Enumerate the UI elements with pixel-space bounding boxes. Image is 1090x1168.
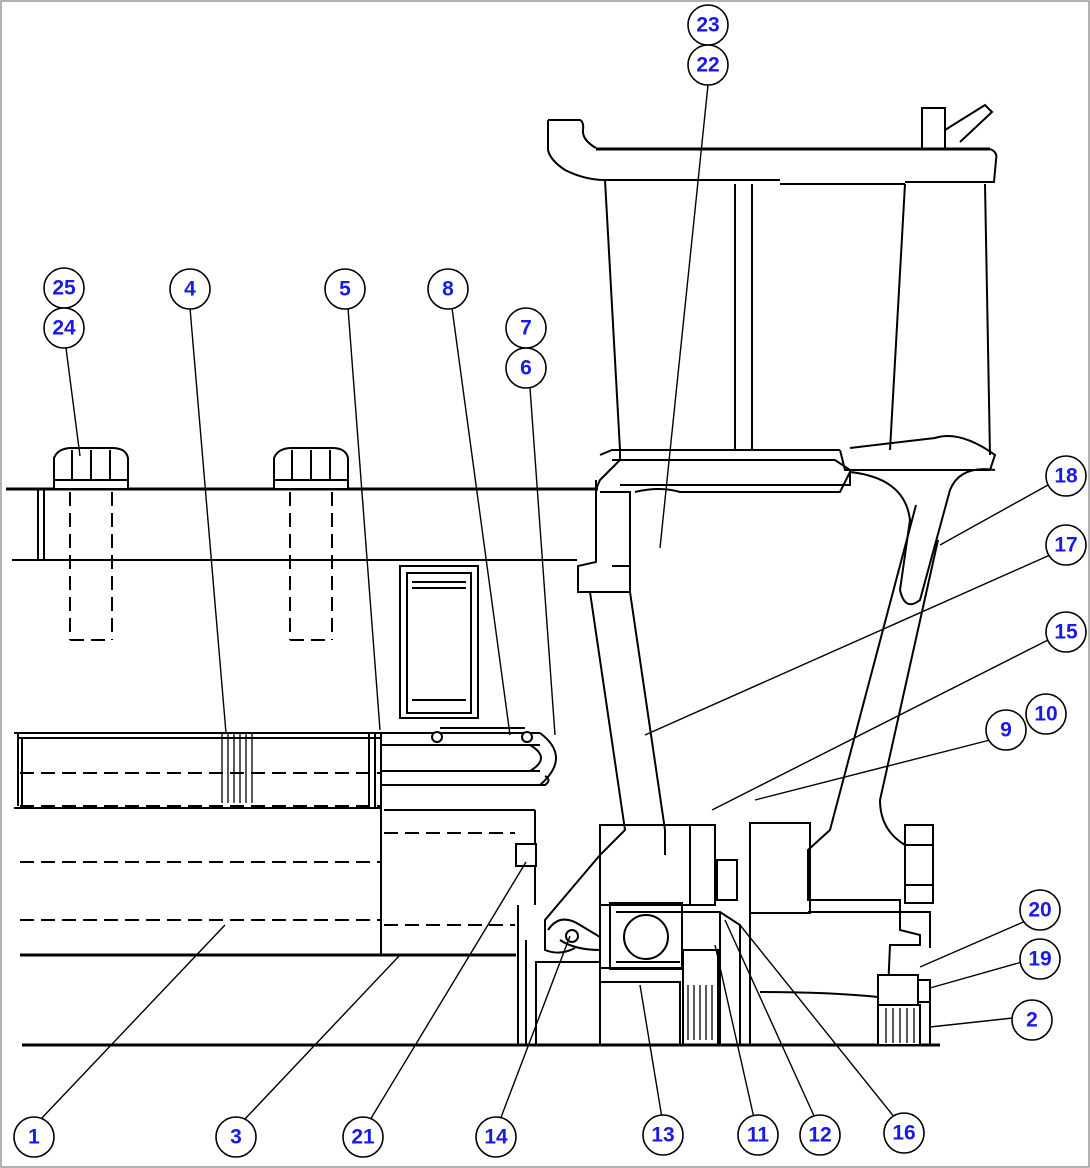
callout-7: 7: [505, 307, 547, 349]
callout-6-label: 6: [520, 357, 532, 380]
callout-6: 6: [505, 347, 547, 389]
callout-10-label: 10: [1034, 703, 1057, 726]
callout-16-label: 16: [892, 1122, 915, 1145]
callout-2-label: 2: [1026, 1009, 1038, 1032]
leader-lines: [39, 84, 1051, 1121]
square-plug: [515, 843, 537, 867]
callout-22-label: 22: [696, 54, 719, 77]
pedestal-housing: [547, 103, 998, 593]
callout-13-label: 13: [651, 1124, 674, 1147]
callout-11: 11: [737, 1114, 779, 1156]
callout-7-label: 7: [520, 317, 532, 340]
callout-3-label: 3: [230, 1126, 242, 1149]
callout-17: 17: [1045, 524, 1087, 566]
callout-12: 12: [799, 1114, 841, 1156]
hex-bolt-left: [53, 447, 129, 641]
callout-22: 22: [687, 44, 729, 86]
callout-11-label: 11: [747, 1124, 770, 1147]
callout-14-label: 14: [484, 1126, 508, 1149]
callout-15: 15: [1045, 611, 1087, 653]
callout-4: 4: [169, 268, 211, 310]
callout-9-label: 9: [1000, 719, 1012, 742]
callout-9: 9: [985, 709, 1027, 751]
callout-20-label: 20: [1028, 899, 1051, 922]
callout-8: 8: [427, 268, 469, 310]
callout-2: 2: [1011, 999, 1053, 1041]
hose-bend: [380, 727, 557, 786]
callout-10: 10: [1025, 693, 1067, 735]
hex-bolt-right: [273, 447, 349, 641]
callout-17-label: 17: [1054, 534, 1077, 557]
callout-23: 23: [687, 4, 729, 46]
support-web: [544, 471, 851, 954]
callout-21-label: 21: [351, 1126, 375, 1149]
callout-1-label: 1: [28, 1126, 40, 1149]
callout-5: 5: [324, 268, 366, 310]
callout-12-label: 12: [808, 1124, 831, 1147]
inspection-window: [399, 565, 479, 719]
callout-18: 18: [1045, 455, 1087, 497]
shaft-body: [14, 732, 940, 1047]
callout-14: 14: [475, 1116, 517, 1158]
callout-4-label: 4: [184, 278, 196, 301]
callout-18-label: 18: [1054, 465, 1078, 488]
callout-21: 21: [342, 1116, 384, 1158]
callout-19-label: 19: [1028, 948, 1051, 971]
callout-20: 20: [1019, 889, 1061, 931]
callout-23-label: 23: [696, 14, 719, 37]
callout-3: 3: [215, 1116, 257, 1158]
callout-19: 19: [1019, 938, 1061, 980]
callout-24-label: 24: [52, 317, 76, 340]
callout-25-label: 25: [52, 277, 76, 300]
callout-8-label: 8: [442, 278, 454, 301]
callout-13: 13: [642, 1114, 684, 1156]
callout-5-label: 5: [339, 278, 351, 301]
callout-25: 25: [43, 267, 85, 309]
callout-1: 1: [13, 1116, 55, 1158]
callout-15-label: 15: [1054, 621, 1078, 644]
callout-16: 16: [883, 1112, 925, 1154]
callout-24: 24: [43, 307, 85, 349]
bearing-assembly: [535, 822, 934, 1046]
